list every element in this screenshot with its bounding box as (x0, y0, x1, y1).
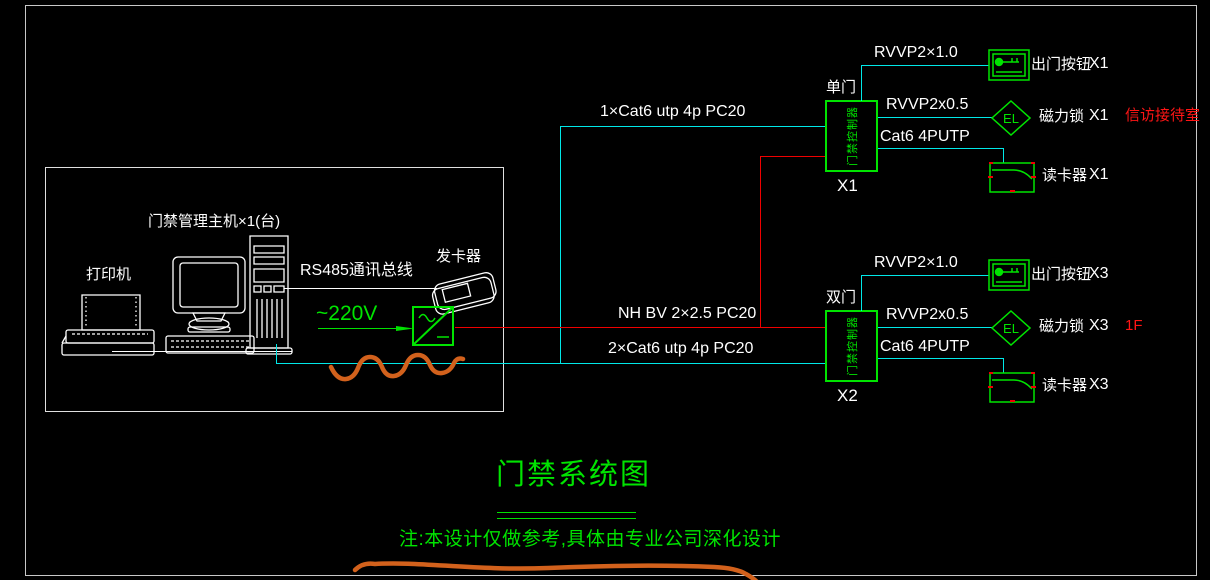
exit-button-icon (988, 49, 1030, 81)
door-type-label: 双门 (826, 289, 857, 306)
wire-label-cat6-bottom: 2×Cat6 utp 4p PC20 (608, 340, 754, 357)
wire-lock (878, 117, 992, 118)
location-label: 信访接待室 (1125, 107, 1201, 124)
card-reader-terminal: X1 (1089, 166, 1109, 183)
cable-label-rvvp05: RVVP2x0.5 (886, 96, 969, 113)
desk-line (112, 351, 292, 352)
marker-squiggle-note (348, 552, 773, 580)
exit-button-terminal: X1 (1089, 55, 1109, 72)
card-issuer-label: 发卡器 (436, 248, 482, 265)
card-reader-label: 读卡器 (1042, 377, 1088, 394)
el-symbol: EL (1003, 111, 1019, 126)
controller-code-label: X1 (837, 176, 858, 195)
wire-power-bottom (455, 327, 825, 328)
wire-cat6-riser (560, 126, 561, 363)
wire-power-riser (760, 156, 761, 327)
door-type-label: 单门 (826, 79, 857, 96)
exit-button-terminal: X3 (1089, 265, 1109, 282)
cable-label-rvvp05: RVVP2x0.5 (886, 306, 969, 323)
controller-code-label: X2 (837, 386, 858, 405)
wire-reader-drop (1003, 148, 1004, 163)
printer-icon (58, 290, 160, 362)
controller-name-label: 门禁控制器 (846, 106, 859, 166)
card-reader-label: 读卡器 (1042, 167, 1088, 184)
diagram-title: 门禁系统图 (496, 459, 652, 491)
wire-exit-button (861, 275, 989, 276)
control-room-box (45, 167, 504, 412)
wire-label-power: NH BV 2×2.5 PC20 (618, 305, 757, 322)
power-supply-icon (410, 305, 456, 347)
wire-cat6-top (560, 126, 825, 127)
wire-exit-button-riser (861, 65, 862, 101)
card-reader-icon (988, 162, 1036, 195)
arrow-icon (396, 326, 414, 331)
cable-label-cat6: Cat6 4PUTP (880, 338, 970, 355)
el-symbol: EL (1003, 321, 1019, 336)
exit-button-label: 出门按钮 (1031, 266, 1092, 283)
exit-button-label: 出门按钮 (1031, 56, 1092, 73)
controller-name-label: 门禁控制器 (846, 316, 859, 376)
controller-box: 门禁控制器 (825, 310, 878, 382)
magnetic-lock-label: 磁力锁 (1039, 318, 1085, 335)
wire-exit-button (861, 65, 989, 66)
magnetic-lock-terminal: X1 (1089, 107, 1109, 124)
computer-icon (165, 253, 257, 355)
marker-squiggle-wire (325, 344, 480, 386)
cable-label-rvvp10: RVVP2×1.0 (874, 44, 958, 61)
host-label: 门禁管理主机×1(台) (148, 213, 281, 230)
wire-reader (878, 358, 1004, 359)
wire-label-cat6-top: 1×Cat6 utp 4p PC20 (600, 103, 746, 120)
wire-220v (318, 328, 402, 329)
rs485-bus-label: RS485通讯总线 (300, 262, 413, 279)
title-underline-2 (497, 518, 636, 519)
wire-exit-button-riser (861, 275, 862, 311)
el-lock-icon: EL (991, 100, 1031, 136)
location-label: 1F (1125, 317, 1143, 334)
card-issuer-icon (428, 266, 504, 322)
magnetic-lock-label: 磁力锁 (1039, 108, 1085, 125)
design-note: 注:本设计仅做参考,具体由专业公司深化设计 (399, 529, 782, 550)
wire-power-top (760, 156, 825, 157)
drawing-border (25, 5, 1197, 576)
card-reader-icon (988, 372, 1036, 405)
wire-host-drop (276, 344, 277, 363)
exit-button-icon (988, 259, 1030, 291)
power-220v-label: ~220V (316, 302, 378, 325)
wire-lock (878, 327, 992, 328)
tower-case-icon (244, 232, 296, 358)
wire-reader-drop (1003, 358, 1004, 373)
card-reader-terminal: X3 (1089, 376, 1109, 393)
controller-box: 门禁控制器 (825, 100, 878, 172)
wire-cat6-bottom (276, 363, 825, 364)
cable-label-rvvp10: RVVP2×1.0 (874, 254, 958, 271)
title-underline-1 (497, 512, 636, 513)
wire-rs485-bus (284, 288, 437, 289)
wire-reader (878, 148, 1004, 149)
cable-label-cat6: Cat6 4PUTP (880, 128, 970, 145)
el-lock-icon: EL (991, 310, 1031, 346)
printer-label: 打印机 (86, 266, 132, 283)
magnetic-lock-terminal: X3 (1089, 317, 1109, 334)
